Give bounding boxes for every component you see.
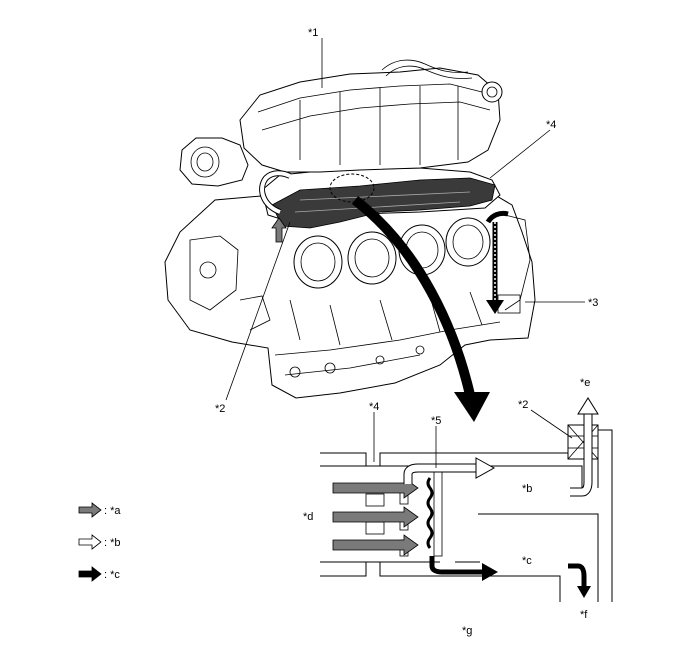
label-intake-manifold: *1	[308, 27, 318, 39]
label-flow-up: *e	[580, 377, 590, 389]
engine-illustration	[164, 59, 536, 422]
engine-leaders	[225, 38, 585, 401]
legend-item-c: : *c	[78, 566, 120, 582]
legend-item-a: : *a	[78, 502, 121, 518]
detail-leaders	[373, 409, 573, 468]
legend-arrow-gray-icon	[78, 502, 102, 518]
detail-cross-section	[320, 397, 613, 602]
label-cylinder-block: *3	[588, 297, 598, 309]
label-pcv-valve-engine: *2	[215, 403, 225, 415]
label-flow-in: *d	[303, 511, 313, 523]
label-cover-engine: *4	[546, 119, 556, 131]
label-bottom: *g	[462, 625, 472, 637]
label-baffle: *5	[431, 415, 441, 427]
legend-label-c: : *c	[104, 569, 120, 581]
legend-arrow-white-icon	[78, 534, 102, 550]
legend-item-b: : *b	[78, 534, 121, 550]
legend-label-b: : *b	[104, 537, 121, 549]
label-cover-detail: *4	[369, 401, 379, 413]
label-flow-b: *b	[522, 483, 532, 495]
label-flow-down: *f	[580, 609, 588, 621]
label-pcv-valve-detail: *2	[518, 399, 528, 411]
legend-label-a: : *a	[104, 505, 121, 517]
legend: : *a : *b : *c	[78, 502, 121, 582]
label-flow-c: *c	[522, 555, 532, 567]
legend-arrow-black-icon	[78, 566, 102, 582]
